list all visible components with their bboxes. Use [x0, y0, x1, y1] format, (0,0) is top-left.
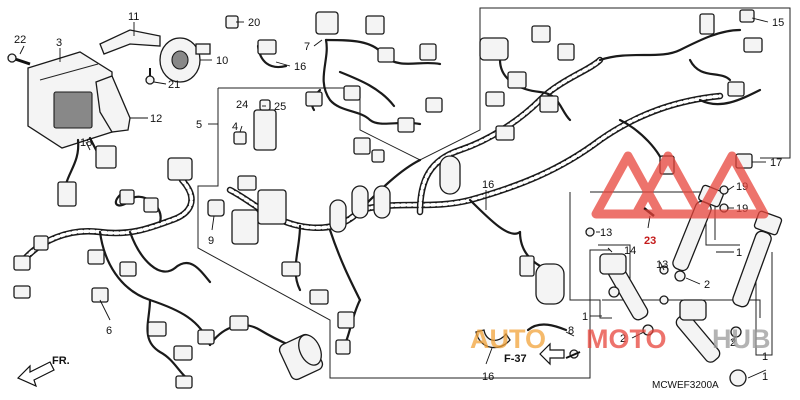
- multi-pin-connector: [167, 157, 193, 181]
- o-ring-1: [729, 369, 747, 387]
- connector: [119, 261, 137, 277]
- callout-1-bottom: 1: [762, 371, 768, 383]
- connector: [87, 249, 105, 265]
- watermark-text-moto: MOTO: [586, 324, 667, 354]
- bolt-21: [145, 68, 155, 85]
- callout-23: 23: [644, 235, 656, 247]
- callout-24: 24: [236, 99, 248, 111]
- relay-block: [253, 109, 277, 151]
- regulator-rectifier: [27, 51, 117, 207]
- callout-2-right: 2: [730, 337, 736, 349]
- coil-upper-right: [672, 184, 724, 272]
- coil-mid: [599, 253, 649, 321]
- callout-8: 8: [568, 325, 574, 337]
- callout-5: 5: [196, 119, 202, 131]
- coil-right: [732, 210, 783, 308]
- o-ring-2: [642, 324, 654, 336]
- callout-22: 22: [14, 34, 26, 46]
- reference-arrow-icon: [539, 342, 565, 366]
- connector: [197, 329, 215, 345]
- callout-20: 20: [248, 17, 260, 29]
- clamp-16-top: [256, 39, 288, 69]
- sub-harness-5: [207, 99, 565, 355]
- connector: [229, 315, 249, 331]
- callout-1-left: 1: [582, 311, 588, 323]
- sub-harness-6: [13, 157, 324, 389]
- bolt-13: [585, 227, 595, 237]
- watermark-triangle-left: [591, 151, 665, 219]
- horn: [159, 37, 211, 83]
- callout-9: 9: [208, 235, 214, 247]
- callout-7: 7: [304, 41, 310, 53]
- group-outline-5: [197, 88, 610, 379]
- regulator-connector: [57, 181, 77, 207]
- callout-2-left: 2: [620, 333, 626, 345]
- leader-lines: [19, 17, 769, 379]
- connector: [143, 197, 159, 213]
- regulator-connector-18: [95, 145, 117, 169]
- front-arrow-icon: [16, 361, 55, 388]
- clip-8: [526, 323, 581, 359]
- connector: [147, 321, 167, 337]
- group-outline-1-bracket: [755, 252, 773, 356]
- callout-21: 21: [168, 79, 180, 91]
- o-ring-2: [730, 326, 742, 338]
- bolt-22: [7, 53, 31, 66]
- connector: [13, 285, 31, 299]
- callout-16-mid: 16: [482, 179, 494, 191]
- group-outline-coils-left: [569, 192, 612, 319]
- callout-12: 12: [150, 113, 162, 125]
- callout-16-lower: 16: [482, 371, 494, 383]
- callout-11: 11: [128, 11, 139, 23]
- callout-1-bracket: 1: [762, 351, 768, 363]
- callout-15: 15: [772, 17, 784, 29]
- group-outline-main-harness: [218, 7, 791, 161]
- bracket-11: [99, 29, 161, 55]
- callout-4: 4: [232, 121, 238, 133]
- o-ring-2: [674, 270, 686, 282]
- front-direction-label: FR.: [52, 355, 70, 367]
- connector: [175, 375, 193, 389]
- f37-reference: F-37: [504, 342, 565, 366]
- connector: [119, 189, 135, 205]
- clip-15: [739, 9, 755, 23]
- harness-6-bottom: [146, 298, 192, 382]
- callout-6: 6: [106, 325, 112, 337]
- callout-1-right: 1: [736, 247, 742, 259]
- front-direction-indicator: FR.: [16, 355, 70, 388]
- connector: [33, 235, 49, 251]
- watermark-triangle-right: [695, 151, 769, 219]
- group-outline-14: [598, 244, 631, 285]
- cylindrical-relay: [278, 333, 324, 381]
- diagram-reference-code: MCWEF3200A: [652, 380, 719, 391]
- watermark-triangle-mid: [631, 151, 705, 219]
- clamp-16-lower: [475, 329, 511, 349]
- callout-18: 18: [80, 137, 92, 149]
- connector: [173, 345, 193, 361]
- callout-2-upper: 2: [704, 279, 710, 291]
- callout-13-right: 13: [656, 259, 668, 271]
- watermark-text-auto: AUTO: [470, 324, 546, 354]
- sub-harness-7: [305, 11, 443, 133]
- callout-3: 3: [56, 37, 62, 49]
- harness-6-mid-branch: [128, 230, 212, 284]
- group-outline-coils-bottom: [602, 299, 761, 318]
- callout-16-top: 16: [294, 61, 306, 73]
- connector: [13, 255, 31, 271]
- bracket-12: [95, 75, 131, 133]
- capacitor-large: [535, 263, 565, 305]
- coil-lower: [675, 299, 721, 363]
- callout-10: 10: [216, 55, 228, 67]
- callout-17: 17: [770, 157, 782, 169]
- watermark-text-hub: HUB: [712, 324, 771, 354]
- cross-reference-label: F-37: [504, 353, 527, 365]
- callout-13-left: 13: [600, 227, 612, 239]
- callout-25: 25: [274, 101, 286, 113]
- watermark-logo: AUTO MOTO HUB: [470, 151, 771, 354]
- bolt-19: [719, 185, 729, 195]
- callout-14: 14: [624, 245, 636, 257]
- connector: [91, 287, 109, 303]
